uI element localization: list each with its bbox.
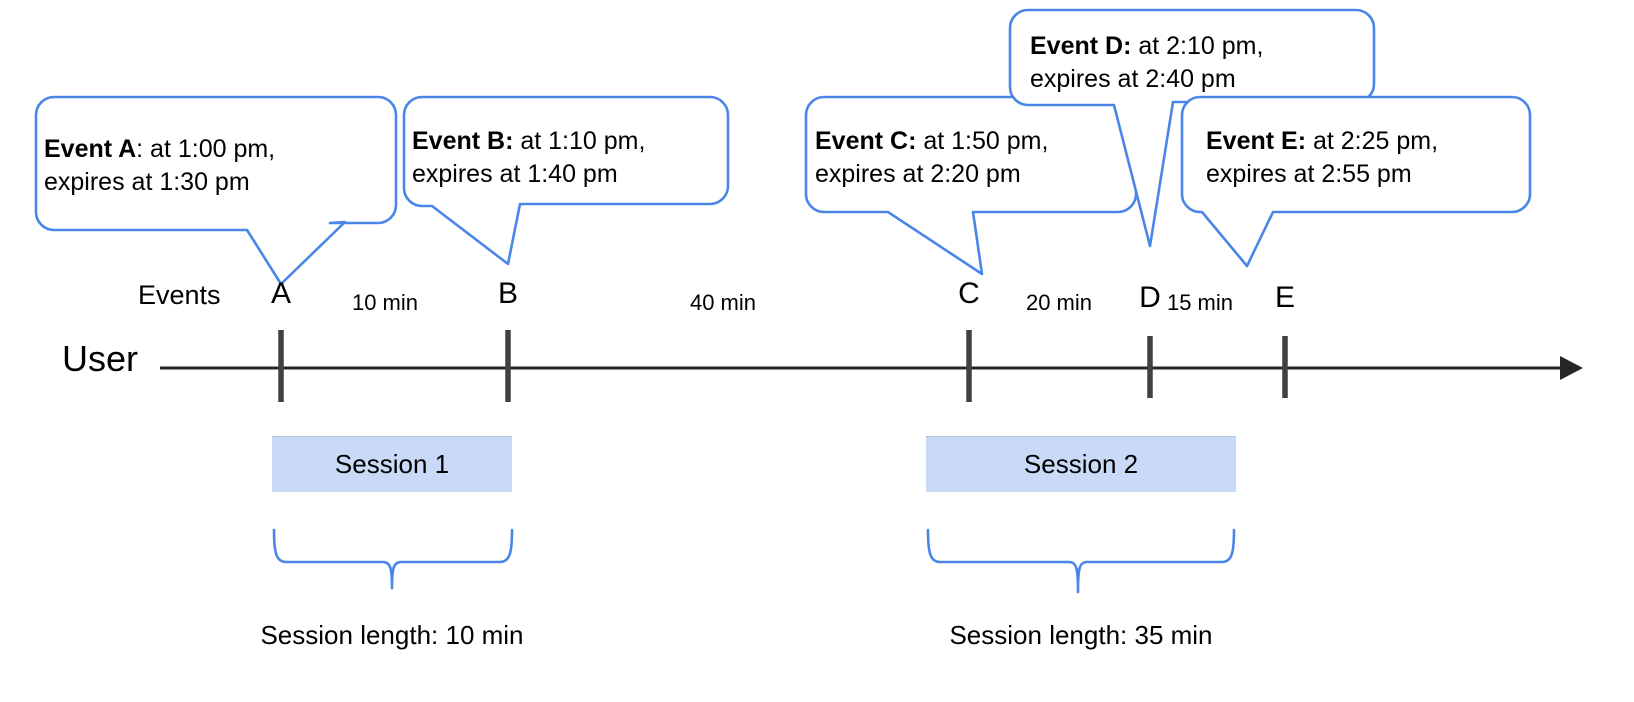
- session-box-1: Session 1: [272, 436, 512, 492]
- callout-a-bold: Event A: [44, 135, 137, 163]
- callout-bubble-e: [1180, 95, 1532, 268]
- row-label-user: User: [62, 338, 139, 379]
- callout-c-rest: at 1:50 pm,: [916, 127, 1049, 155]
- callout-c-line2: expires at 2:20 pm: [815, 160, 1021, 188]
- callout-bubble-c: [804, 95, 1138, 276]
- callout-a-rest: at 1:00 pm,: [143, 135, 276, 163]
- row-label-events: Events: [138, 280, 221, 310]
- callout-d-line2: expires at 2:40 pm: [1030, 65, 1236, 93]
- brace-session-2: [926, 528, 1236, 594]
- marker-label-c: C: [958, 277, 980, 310]
- marker-label-a: A: [270, 277, 291, 310]
- timeline-arrowhead: [1560, 356, 1583, 380]
- callout-bubble-b: [402, 95, 730, 266]
- callout-text-b: Event B: at 1:10 pm, expires at 1:40 pm: [412, 125, 645, 191]
- callout-c-bold: Event C:: [815, 127, 917, 155]
- callout-text-e: Event E: at 2:25 pm, expires at 2:55 pm: [1206, 125, 1438, 191]
- callout-a-line2: expires at 1:30 pm: [44, 168, 250, 196]
- brace-session-1: [272, 528, 514, 590]
- callout-d-rest: at 2:10 pm,: [1131, 32, 1264, 60]
- session-box-1-label: Session 1: [334, 449, 450, 479]
- callout-text-c: Event C: at 1:50 pm, expires at 2:20 pm: [815, 125, 1048, 191]
- callout-b-bold: Event B:: [412, 127, 514, 155]
- gap-label-a-b: 10 min: [351, 290, 419, 315]
- session-length-label-2: Session length: 35 min: [949, 620, 1213, 650]
- marker-label-e: E: [1274, 281, 1295, 314]
- callout-e-rest: at 2:25 pm,: [1306, 127, 1439, 155]
- callout-b-line2: expires at 1:40 pm: [412, 160, 618, 188]
- callout-a-sep: :: [136, 135, 144, 163]
- callout-text-a: Event A: at 1:00 pm, expires at 1:30 pm: [44, 133, 275, 199]
- marker-label-b: B: [497, 277, 518, 310]
- gap-label-d-e: 15 min: [1166, 290, 1234, 315]
- gap-label-b-c: 40 min: [689, 290, 757, 315]
- gap-label-c-d: 20 min: [1025, 290, 1093, 315]
- callout-d-bold: Event D:: [1030, 32, 1132, 60]
- session-box-2: Session 2: [926, 436, 1236, 492]
- session-box-2-label: Session 2: [1023, 449, 1139, 479]
- callout-text-d: Event D: at 2:10 pm, expires at 2:40 pm: [1030, 30, 1263, 96]
- callout-bubble-a: [34, 95, 398, 286]
- callout-e-line2: expires at 2:55 pm: [1206, 160, 1412, 188]
- marker-label-d: D: [1139, 281, 1161, 314]
- session-length-label-1: Session length: 10 min: [260, 620, 524, 650]
- callout-b-rest: at 1:10 pm,: [513, 127, 646, 155]
- callout-bubble-d: [1008, 8, 1376, 248]
- callout-e-bold: Event E:: [1206, 127, 1307, 155]
